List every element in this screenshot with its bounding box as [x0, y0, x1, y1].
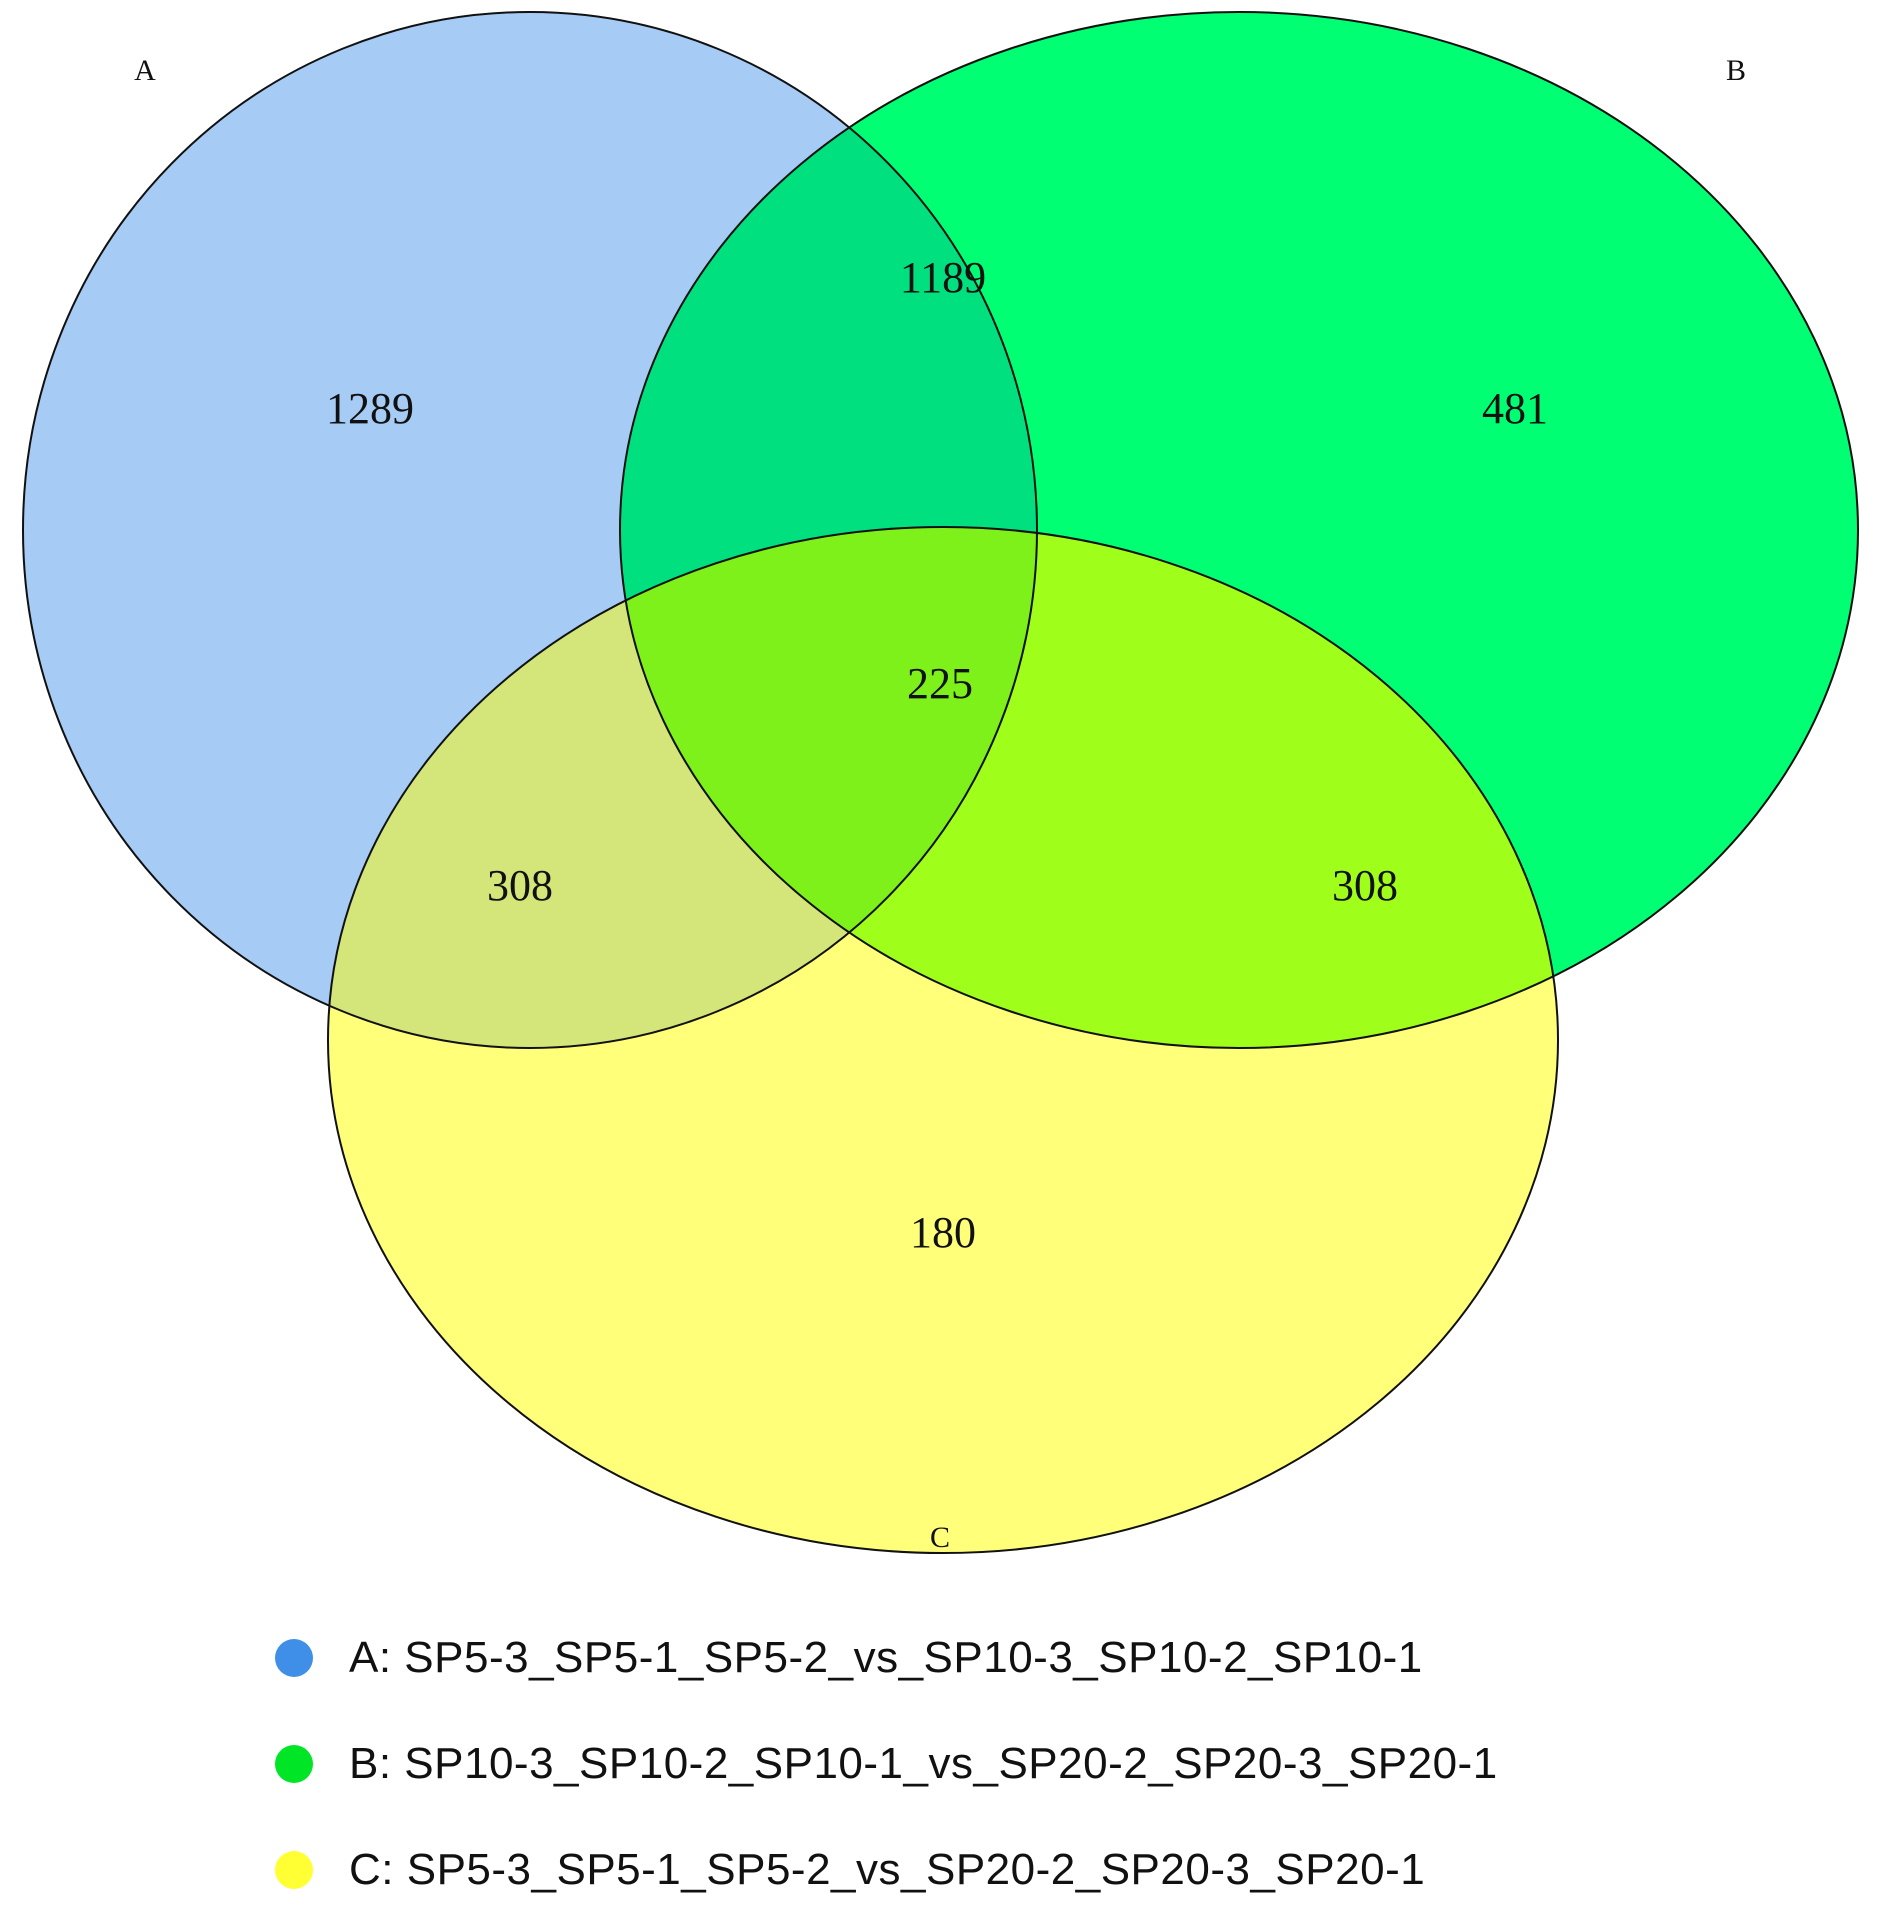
count-ac: 308: [487, 861, 553, 910]
legend-item-c: C: SP5-3_SP5-1_SP5-2_vs_SP20-2_SP20-3_SP…: [275, 1817, 1498, 1923]
set-c-label: C: [930, 1521, 950, 1554]
count-bc: 308: [1332, 861, 1398, 910]
count-ab: 1189: [900, 253, 986, 302]
venn-diagram: A B C 1289 481 1189 225 308 308 180: [22, 11, 1859, 1554]
legend-dot-c-icon: [275, 1851, 313, 1889]
count-c-only: 180: [910, 1208, 976, 1257]
legend-item-a: A: SP5-3_SP5-1_SP5-2_vs_SP10-3_SP10-2_SP…: [275, 1605, 1498, 1711]
set-b-label: B: [1726, 54, 1746, 87]
legend-text-c: C: SP5-3_SP5-1_SP5-2_vs_SP20-2_SP20-3_SP…: [349, 1845, 1426, 1894]
set-c-outline: [327, 526, 1559, 1554]
set-a-outline: [22, 11, 1038, 1049]
legend-text-a: A: SP5-3_SP5-1_SP5-2_vs_SP10-3_SP10-2_SP…: [349, 1633, 1423, 1682]
legend-item-b: B: SP10-3_SP10-2_SP10-1_vs_SP20-2_SP20-3…: [275, 1711, 1498, 1817]
count-a-only: 1289: [326, 384, 414, 433]
set-a-label: A: [134, 54, 156, 87]
legend-dot-a-icon: [275, 1639, 313, 1677]
count-abc: 225: [907, 659, 973, 708]
legend-text-b: B: SP10-3_SP10-2_SP10-1_vs_SP20-2_SP20-3…: [349, 1739, 1498, 1788]
count-b-only: 481: [1482, 384, 1548, 433]
legend: A: SP5-3_SP5-1_SP5-2_vs_SP10-3_SP10-2_SP…: [275, 1605, 1498, 1923]
legend-dot-b-icon: [275, 1745, 313, 1783]
set-b-outline: [619, 11, 1859, 1049]
